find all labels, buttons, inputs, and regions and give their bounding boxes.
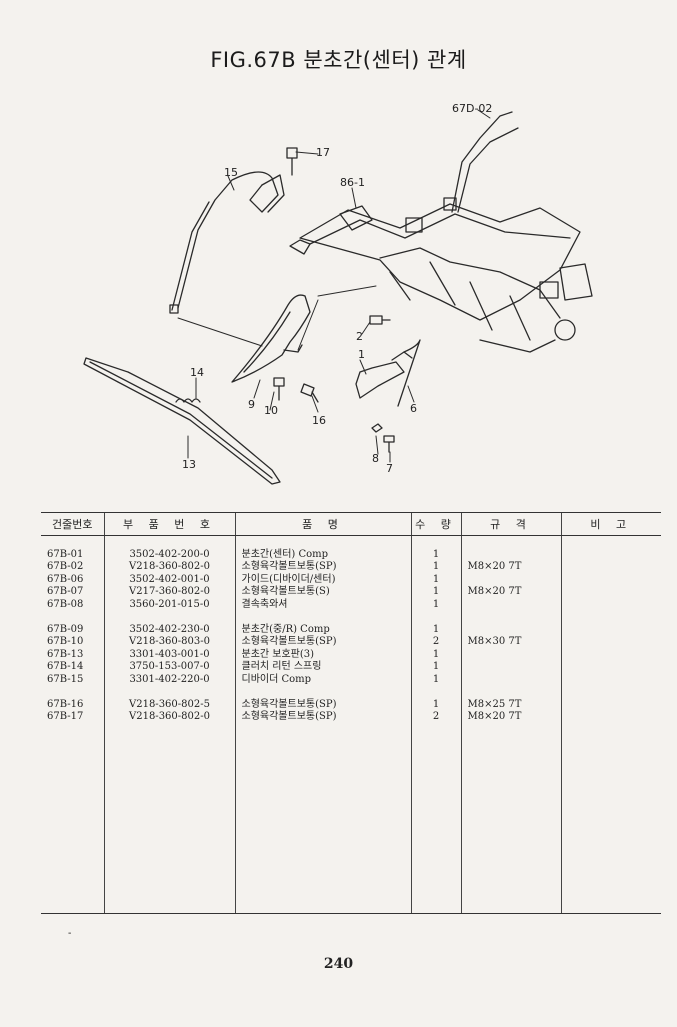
table-header-row: 건줄번호 부 품 번 호 품 명 수 량 규 격 비 고 (41, 512, 661, 536)
callout-9: 9 (248, 398, 255, 411)
callout-86-1: 86-1 (340, 176, 365, 189)
callout-8: 8 (372, 452, 379, 465)
header-qty: 수 량 (410, 512, 461, 536)
header-remarks: 비 고 (560, 512, 661, 536)
callout-6: 6 (410, 402, 417, 415)
divider-rod (177, 171, 279, 309)
header-ref: 건줄번호 (41, 512, 104, 536)
callout-1: 1 (358, 348, 365, 361)
header-name: 품 명 (234, 512, 411, 536)
callout-17: 17 (316, 146, 330, 159)
table-spacer (41, 611, 661, 624)
table-filler (41, 723, 661, 914)
guide-blade (231, 294, 311, 383)
callout-67D-02: 67D-02 (452, 102, 492, 115)
callout-14: 14 (190, 366, 204, 379)
table-spacer (41, 535, 661, 549)
header-part-no: 부 품 번 호 (103, 512, 235, 536)
table-spacer (41, 686, 661, 699)
frame-assembly (299, 203, 581, 321)
footer-dash: - (68, 928, 72, 939)
protector-plate (83, 357, 281, 485)
callout-2: 2 (356, 330, 363, 343)
exploded-parts-diagram: 67D-02 17 15 86-1 2 1 14 9 10 16 6 8 7 1… (83, 102, 593, 485)
callout-10: 10 (264, 404, 278, 417)
callout-16: 16 (312, 414, 326, 427)
page-number: 240 (323, 956, 354, 972)
callout-7: 7 (386, 462, 393, 475)
guide-bracket (355, 361, 405, 399)
callout-15: 15 (224, 166, 238, 179)
header-spec: 규 격 (460, 512, 561, 536)
callout-13: 13 (182, 458, 196, 471)
page-title: FIG.67B 분초간(센터) 관계 (210, 48, 467, 72)
